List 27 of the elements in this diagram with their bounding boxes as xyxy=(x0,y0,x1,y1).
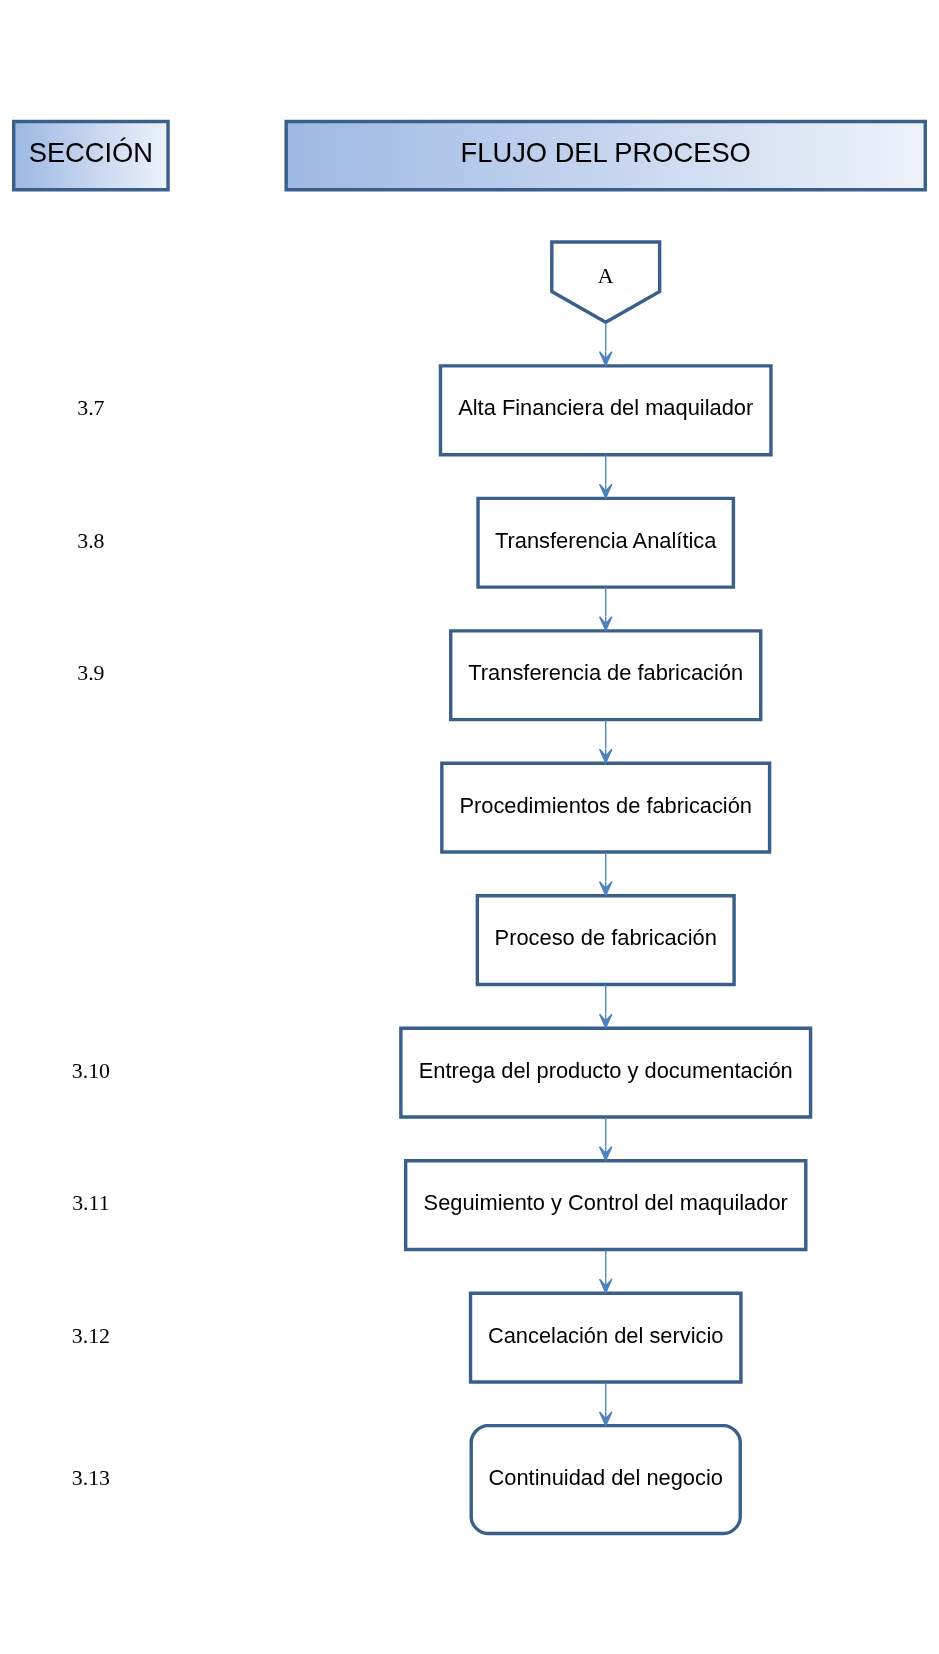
node-box: Seguimiento y Control del maquilador xyxy=(403,1158,808,1251)
arrow xyxy=(598,851,613,896)
node-box: Cancelación del servicio xyxy=(468,1290,743,1384)
label: 3.13 xyxy=(71,1465,110,1490)
node-box: Proceso de fabricación xyxy=(475,893,736,986)
label: FLUJO DEL PROCESO xyxy=(460,136,751,168)
node-box: Entrega del producto y documentación xyxy=(399,1026,813,1119)
arrow xyxy=(598,983,613,1028)
node-box: Procedimientos de fabricación xyxy=(440,761,772,854)
label: 3.12 xyxy=(71,1323,110,1348)
node-box: Alta Financiera del maquilador xyxy=(438,363,773,456)
arrow xyxy=(598,718,613,764)
label: SECCIÓN xyxy=(28,136,154,168)
label: 3.9 xyxy=(77,660,105,685)
node-box: Transferencia Analítica xyxy=(476,496,736,589)
arrow xyxy=(598,1248,613,1293)
label: 3.11 xyxy=(72,1190,110,1215)
label: 3.7 xyxy=(77,395,105,420)
arrow xyxy=(598,1381,613,1426)
node-box: Transferencia de fabricación xyxy=(449,628,763,721)
node-box: Continuidad del negocio xyxy=(469,1423,742,1535)
label: 3.10 xyxy=(71,1058,110,1083)
arrow xyxy=(598,453,613,499)
label: 3.8 xyxy=(77,528,105,553)
arrow xyxy=(598,1116,613,1161)
arrow xyxy=(598,321,613,366)
arrow xyxy=(598,586,613,631)
